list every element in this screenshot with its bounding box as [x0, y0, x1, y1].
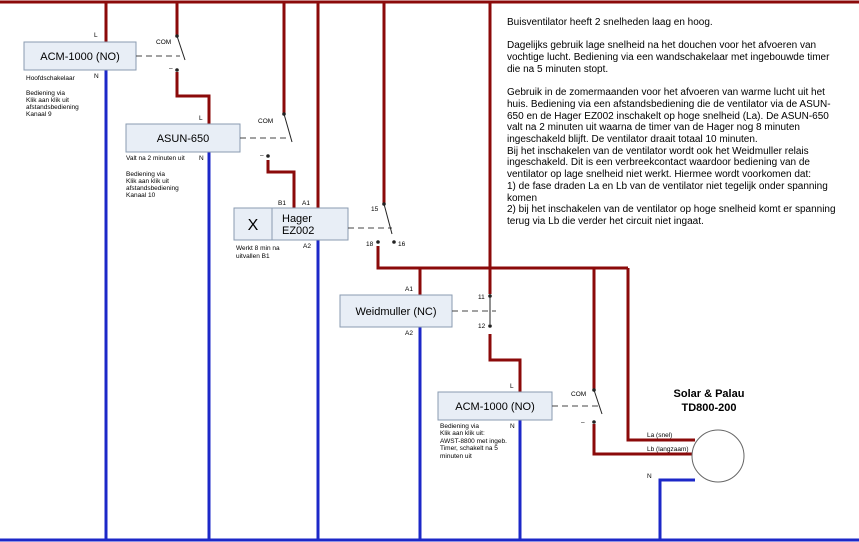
hager-note-0: Werkt 8 min na	[236, 245, 280, 252]
wire-la	[626, 268, 695, 442]
asun-label: ASUN-650	[157, 133, 210, 145]
weid-pin11: 11	[478, 294, 485, 301]
asun-pin-n: N	[199, 155, 204, 162]
asun-com: COM	[258, 118, 273, 125]
phase-wires	[0, 0, 859, 456]
asun-note2-2: afstandsbediening	[126, 185, 179, 192]
hager-16-node	[392, 240, 396, 244]
desc-p4: Bij het inschakelen van de ventilator wo…	[507, 145, 812, 181]
weidmuller-relay: Weidmuller (NC) A1 A2 11 12	[339, 286, 496, 337]
hager-contact	[383, 203, 393, 235]
acm2-label: ACM-1000 (NO)	[455, 401, 534, 413]
wire-weid-12-to-acm2	[488, 334, 522, 392]
asun-minus: –	[260, 152, 264, 159]
acm1-minus-node	[175, 68, 179, 72]
acm2-pin-l: L	[510, 383, 514, 390]
hager-pin-b1: B1	[278, 200, 286, 207]
acm1-label: ACM-1000 (NO)	[40, 51, 119, 63]
hager-label1: Hager	[282, 213, 312, 225]
acm2-note-0: Bediening via	[440, 423, 479, 430]
acm1-note2-0: Bediening via	[26, 90, 65, 97]
asun-note2-1: Klik aan klik uit	[126, 178, 169, 185]
hager-x-symbol: X	[248, 217, 259, 234]
wire-fan-n	[658, 478, 695, 540]
fan-circle	[691, 429, 745, 483]
acm1-com-node	[175, 34, 179, 38]
hager-note-1: uitvallen B1	[236, 253, 270, 260]
fan-lb: Lb (langzaam)	[647, 446, 689, 453]
asun-note2-3: Kanaal 10	[126, 192, 156, 199]
acm2-com-node	[592, 388, 596, 392]
wire-acm1-to-asun	[175, 72, 211, 124]
hager-pin18: 18	[366, 241, 374, 248]
asun-note2-0: Bediening via	[126, 171, 165, 178]
acm1000-low-speed: ACM-1000 (NO) L N COM – Bediening via Kl…	[437, 383, 603, 460]
desc-p5: 1) de fase draden La en Lb van de ventil…	[507, 180, 828, 204]
hager-pin15: 15	[371, 206, 379, 213]
weid-pin-a1: A1	[405, 286, 413, 293]
asun-contact	[283, 113, 293, 143]
acm2-note-2: AWST-8800 met ingeb.	[440, 438, 507, 445]
hager-label2: EZ002	[282, 225, 314, 237]
acm2-minus-node	[592, 420, 596, 424]
fan-n: N	[647, 473, 652, 480]
acm1000-main-switch: ACM-1000 (NO) L N COM – Hoofdschakelaar …	[23, 32, 186, 118]
desc-p1: Buisventilator heeft 2 snelheden laag en…	[507, 17, 713, 28]
hager-pin-a1: A1	[302, 200, 310, 207]
acm2-note-3: Timer, schakelt na 5	[440, 445, 498, 452]
hager-box	[233, 207, 349, 241]
hager-15-node	[382, 202, 386, 206]
hager-pin-a2: A2	[303, 243, 311, 250]
neutral-wires	[0, 70, 859, 542]
description-text: Buisventilator heeft 2 snelheden laag en…	[507, 17, 845, 228]
acm2-pin-n: N	[510, 423, 515, 430]
weid-label: Weidmuller (NC)	[355, 306, 436, 318]
acm1-minus: –	[169, 65, 173, 72]
acm1-pin-l: L	[94, 32, 98, 39]
desc-p2: Dagelijks gebruik lage snelheid na het d…	[507, 40, 830, 75]
hager-pin16: 16	[398, 241, 406, 248]
weid-box	[339, 294, 453, 328]
acm1-note2-1: Klik aan klik uit	[26, 97, 69, 104]
acm1-note1: Hoofdschakelaar	[26, 75, 76, 82]
fan-title1: Solar & Palau	[674, 388, 745, 400]
acm2-contact	[593, 389, 603, 415]
fan-title2: TD800-200	[681, 402, 736, 414]
wire-hager-18	[376, 246, 594, 270]
acm2-com: COM	[571, 391, 586, 398]
acm2-note-4: minuten uit	[440, 453, 472, 460]
desc-p3: Gebruik in de zomermaanden voor het afvo…	[507, 87, 831, 145]
acm1-note2-3: Kanaal 9	[26, 111, 52, 118]
acm1-pin-n: N	[94, 73, 99, 80]
weid-pin-a2: A2	[405, 330, 413, 337]
hager-18-node	[376, 240, 380, 244]
asun650: ASUN-650 L N COM – Valt na 2 minuten uit…	[125, 112, 293, 199]
asun-pin-l: L	[199, 115, 203, 122]
asun-box	[125, 123, 241, 153]
acm2-minus: –	[581, 419, 585, 426]
acm1-contact	[176, 35, 186, 61]
asun-com-node	[282, 112, 286, 116]
weid-12-node	[488, 324, 492, 328]
wire-asun-to-b1	[266, 160, 296, 208]
wire-lb	[592, 424, 695, 456]
asun-note1: Valt na 2 minuten uit	[126, 155, 185, 162]
fan-la: La (snel)	[647, 432, 672, 439]
desc-p6: 2) bij het inschakelen van de ventilator…	[507, 204, 836, 227]
acm1-com: COM	[156, 39, 171, 46]
fan-motor: Solar & Palau TD800-200 La (snel) Lb (la…	[647, 388, 745, 483]
weid-pin12: 12	[478, 323, 486, 330]
acm1-box	[23, 41, 137, 71]
acm1-note2-2: afstandsbediening	[26, 104, 79, 111]
acm2-note-1: Klik aan klik uit:	[440, 430, 485, 437]
hager-ez002: X Hager EZ002 B1 A1 A2 Werkt 8 min na ui…	[233, 200, 406, 260]
weid-11-node	[488, 294, 492, 298]
asun-minus-node	[266, 154, 270, 158]
